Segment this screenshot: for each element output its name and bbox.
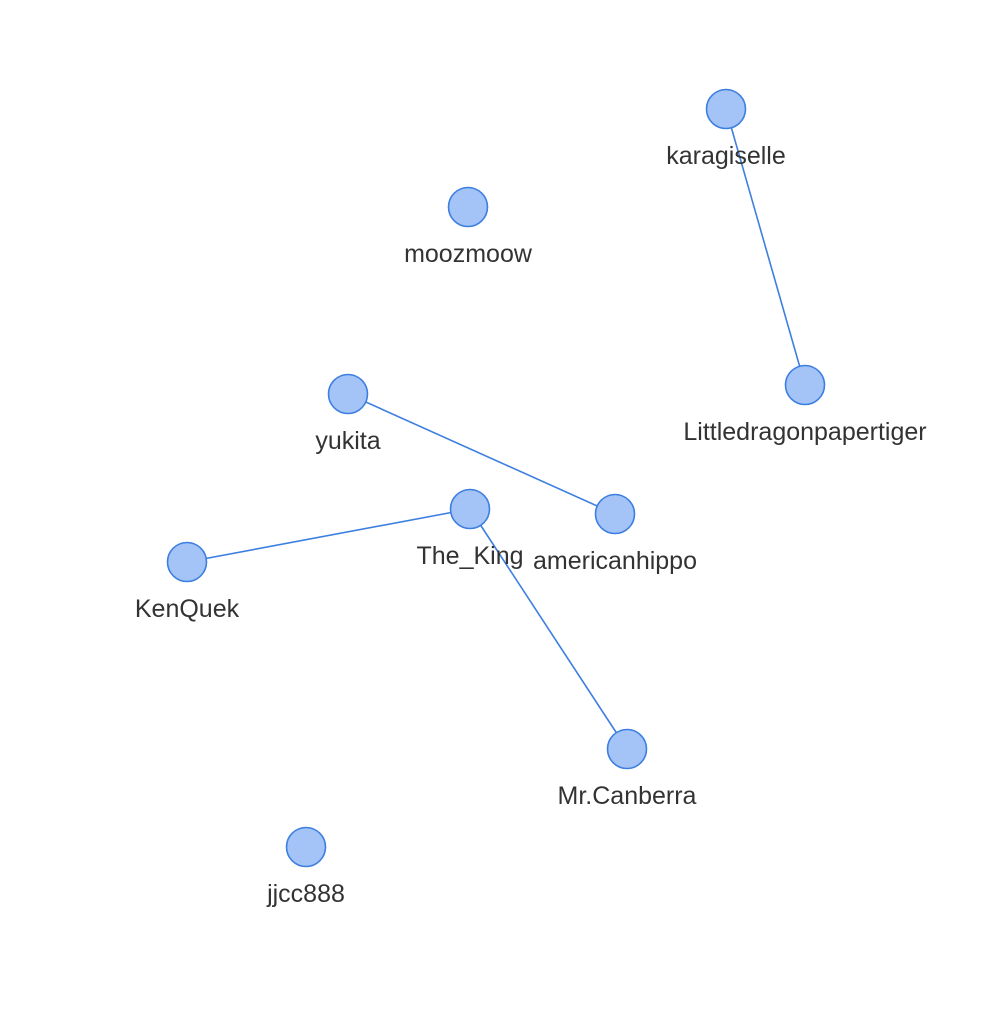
node-the-king[interactable]: [449, 488, 491, 530]
nodes-layer: karagiselle moozmoowLittledragonpapertige…: [135, 88, 927, 908]
edges-layer: [186, 108, 806, 750]
edge-the-king-to-kenquek: [186, 508, 471, 563]
node-label-yukita: yukita: [315, 427, 380, 455]
node-karagiselle[interactable]: [705, 88, 747, 130]
node-littledragonpapertiger[interactable]: [784, 364, 826, 406]
node-label-kenquek: KenQuek: [135, 595, 240, 623]
edge-yukita-to-americanhippo: [347, 393, 616, 515]
node-kenquek[interactable]: [166, 541, 208, 583]
node-label-karagiselle: karagiselle: [666, 142, 786, 170]
edge-karagiselle-to-littledragonpapertiger: [725, 108, 806, 386]
node-americanhippo[interactable]: [594, 493, 636, 535]
node-label-mr-canberra: Mr.Canberra: [558, 782, 697, 810]
labels-layer: karagiselle moozmoowLittledragonpapertige…: [135, 142, 927, 908]
edge-the-king-to-mr-canberra: [469, 508, 628, 750]
node-label-littledragonpapertiger: Littledragonpapertiger: [683, 418, 926, 446]
node-mr-canberra[interactable]: [606, 728, 648, 770]
node-label-moozmoow: moozmoow: [404, 240, 533, 268]
node-yukita[interactable]: [327, 373, 369, 415]
node-label-jjcc888: jjcc888: [266, 880, 345, 908]
node-jjcc888[interactable]: [285, 826, 327, 868]
node-label-the-king: The_King: [416, 542, 523, 570]
node-moozmoow[interactable]: [447, 186, 489, 228]
node-label-americanhippo: americanhippo: [533, 547, 697, 575]
